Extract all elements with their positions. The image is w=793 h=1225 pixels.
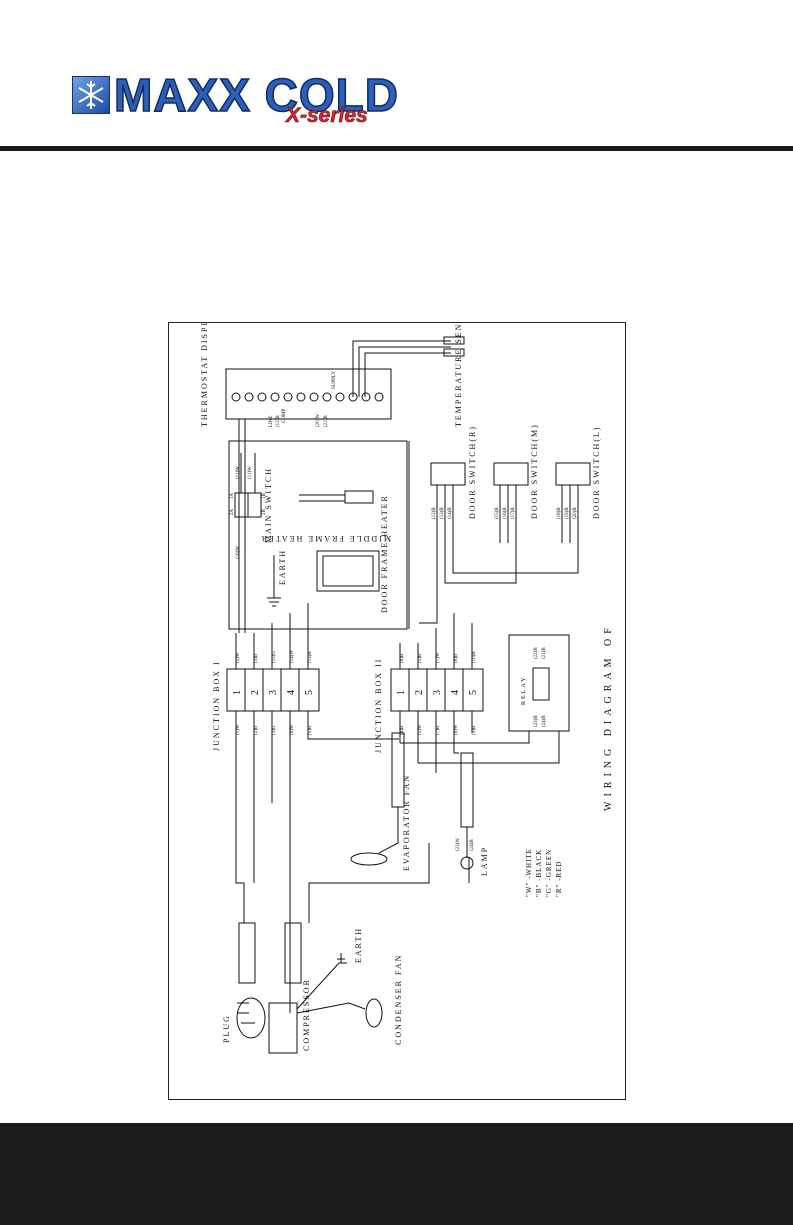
label-earth-2: EARTH [354,927,363,963]
jb1-top-label-4: (14)W [290,650,295,663]
jb2-terminal-4: 4 [450,690,461,695]
jb1-bottom-label-2: (2)B [254,725,259,735]
main-switch-2b: 2B [262,509,267,516]
jb1-terminal-4: 4 [286,690,297,695]
jb1-bottom-label-4: (6)W [290,724,295,735]
thermostat-wire-label-4: (21)B [324,415,329,427]
relay-top-label-1: (22)B [534,647,539,659]
jb2-top-label-1: (6)B [400,653,405,663]
label-door-frame-heater: DOOR FRAME HEATER [380,494,389,613]
main-switch-2a: 2A [230,509,235,516]
jb2-terminal-3: 3 [432,690,443,695]
jb1-bottom-label-5: (5)B [308,725,313,735]
label-junction-box-1: JUNCTION BOX I [212,660,221,751]
legend-red: "R" -RED [555,861,563,897]
footer-band [0,1123,793,1225]
jb2-top-label-4: (8)B [454,653,459,663]
jb1-terminal-2: 2 [250,690,261,695]
jb2-top-label-5: (10)B [472,651,477,663]
snowflake-icon [72,76,110,114]
jb2-bottom-label-2: (5)W [418,724,423,735]
main-switch-1b: 1B [262,493,267,500]
thermostat-wire-label-3: (20)W [316,414,321,427]
door-switch-leads [419,485,579,624]
brand-logo: MAXX COLD X-series [68,68,399,134]
label-lamp: LAMP [480,846,489,876]
jb2-terminal-5: 5 [468,690,479,695]
switch-l-label-1: (18)B [557,507,562,519]
label-middle-frame-heater: MIDDLE FRAME HEATER [260,534,391,543]
thermostat-wire-label-1: (11)W [248,466,253,479]
legend-green: "G" -GREEN [545,849,553,897]
switch-m-label-2: (16)B [503,507,508,519]
relay-bottom-label-1: (23)B [534,715,539,727]
jb2-terminal-2: 2 [414,690,425,695]
switch-m-label-3: (17)B [511,507,516,519]
jb1-top-label-2: (3)B [254,653,259,663]
jb1-terminal-1: 1 [232,690,243,695]
jb1-top-label-1: (2)W [236,652,241,663]
label-relay: RELAY [521,676,527,705]
jb1-bottom-label-3: (3)G [272,725,277,735]
label-door-switch-r: DOOR SWITCH(R) [468,425,477,519]
label-compressor: COMPRESSOR [302,978,311,1051]
label-condenser-fan: CONDENSER FAN [394,954,403,1045]
legend-black: "B" -BLACK [535,849,543,897]
switch-l-label-2: (19)B [565,507,570,519]
brand-name: MAXX COLD [113,68,399,122]
label-earth: EARTH [278,549,287,585]
wiring-diagram: THERMOSTAT DISPLAY TEMPERATURE SENSOR MI… [200,301,614,1054]
jb2-bottom-label-4: (8)W [454,724,459,735]
thermostat-terminal-comp: COMP [282,409,287,423]
label-main-switch: MAIN SWITCH [264,467,273,543]
switch-r-label-3: (14)B [448,507,453,519]
label-door-switch-l: DOOR SWITCH(L) [592,425,601,519]
jb2-bottom-label-1: (4)B [400,725,405,735]
switch-r-label-1: (12)B [432,507,437,519]
label-plug: PLUG [222,1014,231,1043]
jb2-top-label-2: (5)B [418,653,423,663]
thermostat-wire-label-2: (12)B [276,415,281,427]
jb2-bottom-label-5: (9)B [472,725,477,735]
label-thermostat-display: THERMOSTAT DISPLAY [200,323,209,427]
lamp-label-2: (24)B [470,839,475,851]
legend-white: "W" -WHITE [525,848,533,897]
wiring-diagram-frame: THERMOSTAT DISPLAY TEMPERATURE SENSOR MI… [168,301,626,1100]
switch-r-label-2: (13)B [440,507,445,519]
jb1-terminal-3: 3 [268,690,279,695]
main-switch-1a: 1A [230,493,235,500]
main-switch-left-label-2: (11)W [236,466,241,479]
thermostat-terminal-supply: SUPPLY [332,370,337,389]
brand-series: X-series [286,104,368,128]
switch-l-label-3: (20)B [573,507,578,519]
thermostat-terminal-line: LINE [269,416,274,427]
jb1-top-label-3: (15)G [272,651,277,663]
jb1-bottom-label-1: (1)W [236,724,241,735]
label-door-switch-m: DOOR SWITCH(M) [530,423,539,519]
jb1-terminal-5: 5 [304,690,315,695]
relay-bottom-label-2: (24)B [542,715,547,727]
label-temperature-sensor: TEMPERATURE SENSOR [454,323,463,427]
jb2-bottom-label-3: (7)B [436,725,441,735]
thermostat-terminals [231,392,384,402]
label-evaporator-fan: EVAPORATOR FAN [402,774,411,871]
main-switch-left-label-1: (16)W [236,546,241,559]
switch-m-label-1: (15)B [495,507,500,519]
jb2-top-label-3: (7)W [436,652,441,663]
diagram-title: WIRING DIAGRAM OF [603,623,614,811]
jb1-top-label-5: (13)B [308,651,313,663]
header-divider [0,146,793,151]
lamp-label-1: (23)W [456,838,461,851]
label-junction-box-2: JUNCTION BOX II [374,658,383,753]
jb2-terminal-1: 1 [396,690,407,695]
relay-top-label-2: (21)B [542,647,547,659]
